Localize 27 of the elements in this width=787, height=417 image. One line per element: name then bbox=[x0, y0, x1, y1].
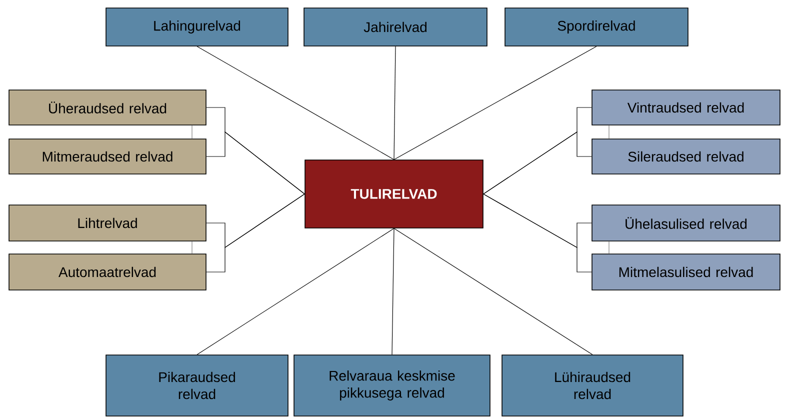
category-box: Mitmeraudsed relvad bbox=[8, 138, 206, 174]
category-box: Spordirelvad bbox=[504, 8, 688, 46]
category-box: Üheraudsed relvad bbox=[8, 90, 206, 126]
category-box: Lihtrelvad bbox=[8, 204, 206, 242]
connector-line bbox=[196, 228, 394, 355]
category-box: Jahirelvad bbox=[304, 8, 488, 46]
center-box: TULIRELVAD bbox=[304, 160, 484, 228]
category-box: Vintraudsed relvad bbox=[592, 90, 780, 126]
connector-line bbox=[196, 46, 394, 160]
category-box: Pikaraudsed relvad bbox=[106, 354, 288, 416]
connector-line bbox=[608, 241, 610, 254]
bracket-line bbox=[483, 194, 592, 272]
connector-line bbox=[394, 46, 597, 160]
category-box: Relvaraua keskmise pikkusega relvad bbox=[294, 354, 490, 416]
category-box: Mitmelasulised relvad bbox=[592, 254, 780, 290]
bracket-line bbox=[206, 194, 305, 272]
category-box: Automaatrelvad bbox=[8, 254, 206, 290]
bracket-line bbox=[483, 131, 592, 194]
connector-line bbox=[392, 228, 394, 355]
category-box: Sileraudsed relvad bbox=[592, 138, 780, 174]
connector-line bbox=[394, 46, 396, 160]
connector-line bbox=[608, 125, 610, 139]
bracket-line bbox=[206, 131, 305, 194]
connector-line bbox=[394, 228, 593, 355]
category-box: Lühiraudsed relvad bbox=[502, 354, 684, 416]
category-box: Lahingurelvad bbox=[106, 8, 288, 46]
category-box: Ühelasulised relvad bbox=[592, 204, 780, 242]
